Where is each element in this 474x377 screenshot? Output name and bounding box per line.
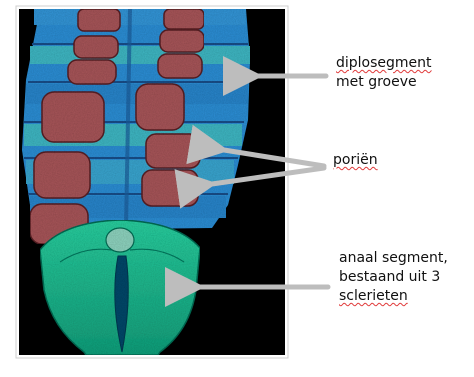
segment-ring-1 [34,9,246,25]
label-anaal-line-3: sclerieten [339,287,448,306]
gland-right-4 [136,84,184,130]
gland-left-2 [74,36,118,58]
segment-ring-2 [30,46,250,64]
label-diplosegment-line-2: met groeve [336,73,432,92]
gland-left-4 [42,92,104,142]
gland-left-5 [34,152,90,198]
gland-right-1 [164,9,204,29]
gland-right-3 [158,54,202,78]
gland-left-1 [78,9,120,31]
anal-knob [106,228,134,252]
label-anaal-segment: anaal segment, bestaand uit 3 sclerieten [339,249,448,306]
label-anaal-line-1: anaal segment, [339,249,448,268]
label-diplosegment: diplosegment met groeve [336,54,432,92]
gland-right-6 [142,170,198,206]
label-porien: poriën [333,151,378,170]
gland-right-2 [160,30,204,52]
gland-left-3 [68,60,116,84]
gland-right-5 [146,134,200,168]
label-porien-line-1: poriën [333,151,378,170]
label-anaal-line-2: bestaand uit 3 [339,268,448,287]
label-diplosegment-line-1: diplosegment [336,54,432,73]
